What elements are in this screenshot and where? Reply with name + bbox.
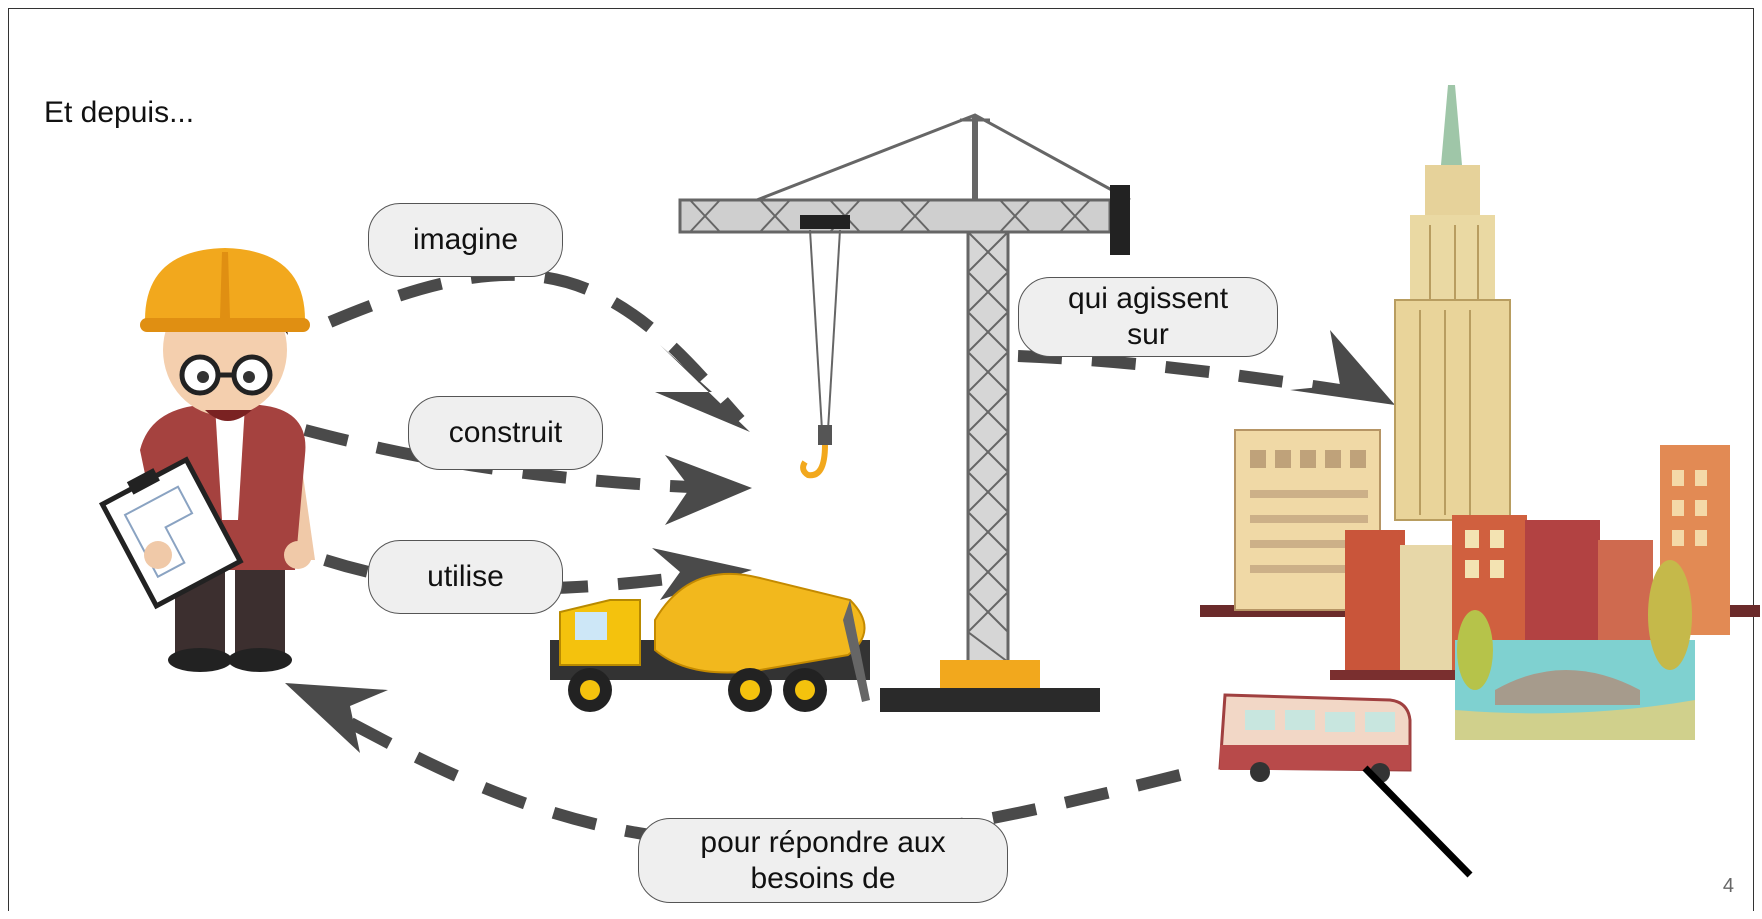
label-repondre-line1: pour répondre aux <box>700 825 946 859</box>
arrow-agissent <box>1017 350 1341 396</box>
tower-crane-illustration <box>678 113 1131 712</box>
slide-title: Et depuis... <box>44 96 195 129</box>
label-repondre: pour répondre aux besoins de <box>638 818 1008 903</box>
label-agissent-line2: sur <box>1127 318 1169 351</box>
pointer-line <box>1362 765 1473 878</box>
arrow-repondre-head <box>285 683 388 753</box>
slide-frame <box>8 8 1754 911</box>
engineer-worker-illustration <box>98 248 315 672</box>
label-agissent: qui agissent sur <box>1018 277 1278 357</box>
arrow-utilise-head <box>652 548 752 600</box>
label-repondre-line2: besoins de <box>750 861 896 895</box>
arrow-construit-head <box>665 455 752 525</box>
bus-illustration <box>1218 693 1412 783</box>
label-utilise: utilise <box>368 540 563 614</box>
arrow-agissent-head <box>1290 330 1395 405</box>
label-agissent-line1: qui agissent <box>1067 282 1229 315</box>
label-construit: construit <box>408 396 603 470</box>
page-number: 4 <box>1722 875 1734 897</box>
arrow-repondre <box>327 706 1182 849</box>
cement-mixer-truck-illustration <box>550 572 870 712</box>
city-buildings-illustration <box>1200 85 1760 740</box>
arrow-imagine <box>327 268 745 424</box>
label-imagine: imagine <box>368 203 563 277</box>
arrow-imagine-head <box>655 345 750 432</box>
